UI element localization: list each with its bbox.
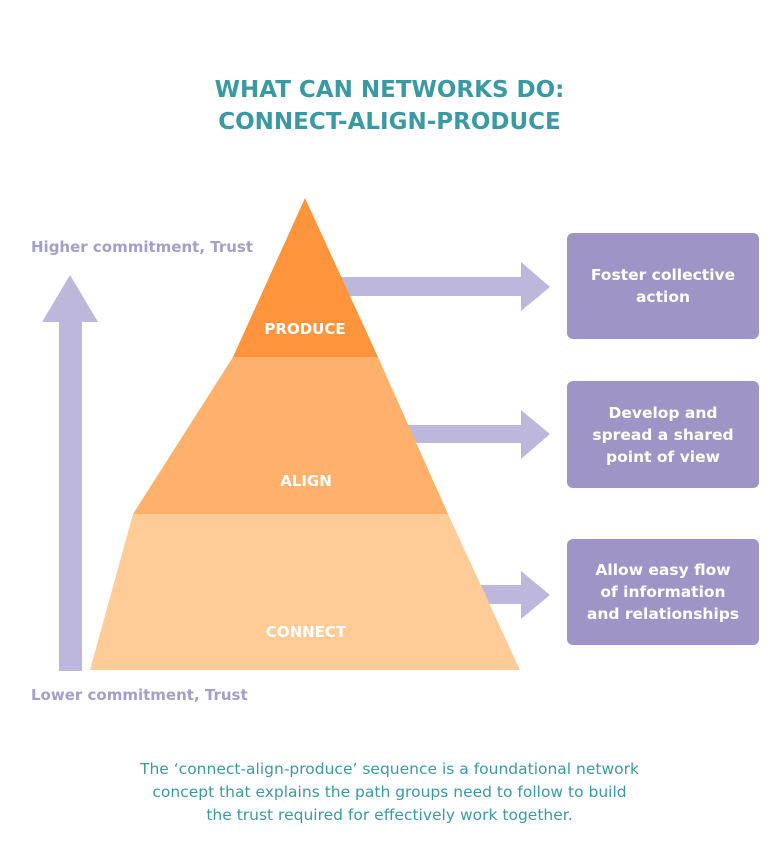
connect-layer [90,514,520,670]
foster-collective-action-box: Foster collective action [567,233,759,339]
box-text-line: action [635,288,691,306]
box-text-line: point of view [606,447,720,466]
commitment-arrow [42,275,98,671]
box-text-line: Develop and [608,403,718,422]
produce-layer [233,198,378,357]
shared-point-of-view-box: Develop and spread a shared point of vie… [567,381,759,488]
title-line-2: CONNECT-ALIGN-PRODUCE [218,109,561,135]
title-line-1: WHAT CAN NETWORKS DO: [214,77,565,103]
page-title: WHAT CAN NETWORKS DO: CONNECT-ALIGN-PROD… [0,74,779,138]
produce-arrow [340,262,550,311]
align-arrow [400,410,550,459]
information-flow-box: Allow easy flow of information and relat… [567,539,759,645]
align-label: ALIGN [280,472,332,490]
caption-line-1: The ‘connect-align-produce’ sequence is … [139,760,639,778]
produce-label: PRODUCE [264,320,346,338]
align-layer [133,357,448,514]
lower-commitment-label: Lower commitment, Trust [31,686,248,704]
caption: The ‘connect-align-produce’ sequence is … [0,758,779,827]
box-text-line: Allow easy flow [595,561,731,579]
box-text-line: of information [600,583,726,601]
connect-label: CONNECT [265,623,347,641]
higher-commitment-label: Higher commitment, Trust [31,238,254,256]
box-text-line: spread a shared [592,425,734,444]
connect-arrow [470,571,550,619]
caption-line-3: the trust required for effectively work … [206,806,573,824]
caption-line-2: concept that explains the path groups ne… [152,783,627,801]
box-text-line: and relationships [586,605,740,623]
box-text-line: Foster collective [590,266,736,284]
